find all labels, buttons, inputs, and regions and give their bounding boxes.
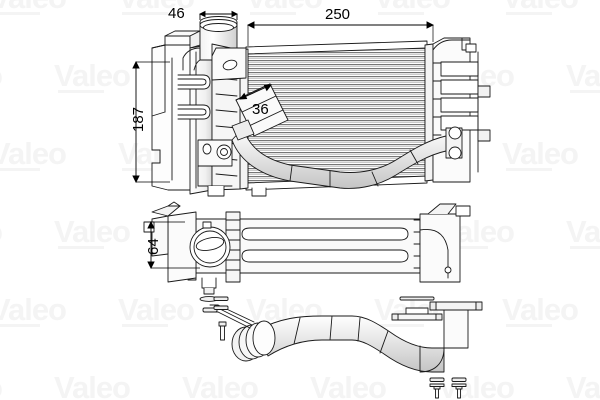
dimension-36 [239, 84, 272, 100]
dimension-46 [198, 10, 239, 20]
left-end-tank [151, 30, 213, 195]
right-end-tank [432, 37, 491, 183]
lower-connecting-hose [231, 119, 463, 189]
dimension-64 [147, 220, 200, 270]
upper-left-cap [211, 47, 247, 81]
lower-left-bracket [197, 139, 233, 187]
hardware-bolt-group [213, 296, 467, 399]
intercooler-top-view [143, 201, 471, 295]
bottom-feet [207, 185, 267, 197]
dimension-187 [132, 60, 170, 184]
dimension-250 [246, 21, 435, 46]
connecting-hose [209, 301, 483, 373]
hardware-washer-group [199, 296, 443, 321]
